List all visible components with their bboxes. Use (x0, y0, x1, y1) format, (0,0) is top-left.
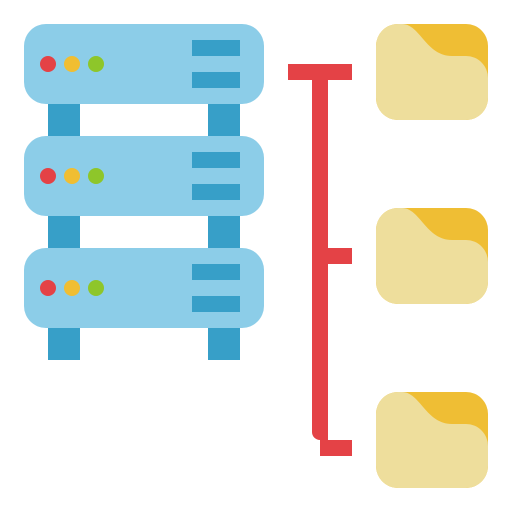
server-unit-2 (24, 136, 264, 216)
folder-top-icon (376, 24, 488, 120)
server-body (24, 136, 264, 216)
folder-front (376, 208, 488, 304)
folder-middle-icon (376, 208, 488, 304)
status-led-red (40, 56, 56, 72)
server-unit-3 (24, 248, 264, 328)
status-led-green (88, 56, 104, 72)
vent-slot-upper (192, 40, 240, 56)
folder-bottom-icon (376, 392, 488, 488)
connector-bracket (288, 64, 352, 456)
status-led-green (88, 280, 104, 296)
status-led-red (40, 280, 56, 296)
vent-slot-lower (192, 72, 240, 88)
vent-slot-upper (192, 264, 240, 280)
status-led-yellow (64, 280, 80, 296)
connector-middle-arm (320, 248, 352, 264)
server-body (24, 24, 264, 104)
status-led-yellow (64, 56, 80, 72)
status-led-yellow (64, 168, 80, 184)
vent-slot-lower (192, 296, 240, 312)
server-unit-1 (24, 24, 264, 104)
connector-bottom-arm (320, 440, 352, 456)
status-led-red (40, 168, 56, 184)
folder-front (376, 24, 488, 120)
folder-front (376, 392, 488, 488)
server-body (24, 248, 264, 328)
vent-slot-lower (192, 184, 240, 200)
vent-slot-upper (192, 152, 240, 168)
status-led-green (88, 168, 104, 184)
